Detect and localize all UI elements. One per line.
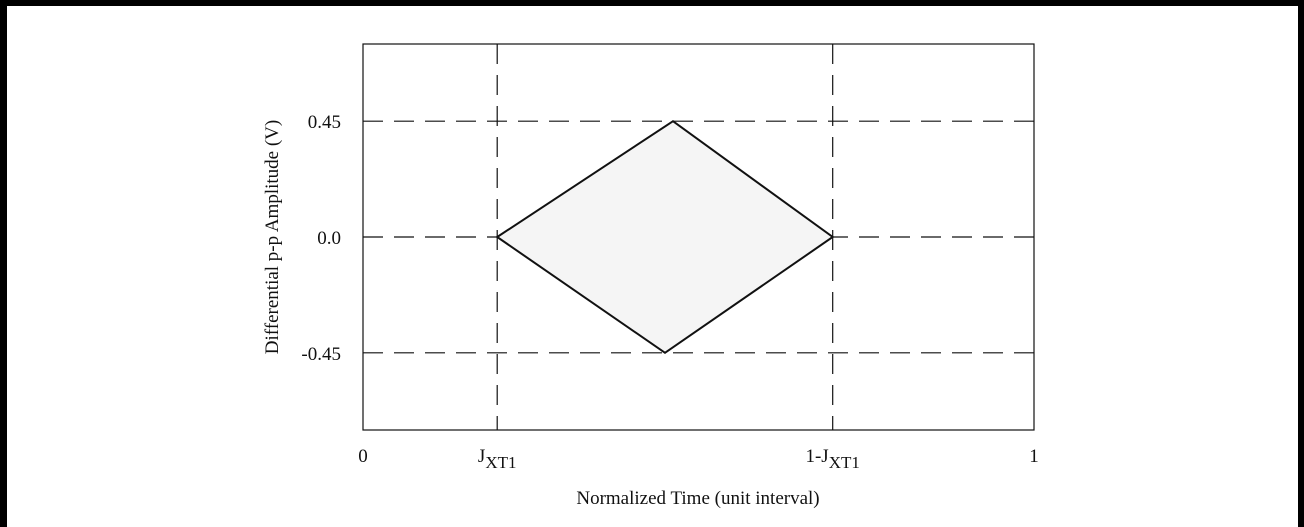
y-tick-label: 0.45 [308,112,341,133]
x-tick-label: 1-JXT1 [805,446,859,472]
x-tick-label: 1 [1029,446,1039,467]
y-axis-label: Differential p-p Amplitude (V) [262,120,283,354]
eye-mask-polygon [495,119,835,355]
x-tick-label: JXT1 [478,446,517,472]
eye-diagram-chart: 0.45 0.0 -0.45 0 JXT1 1-JXT1 1 Normalized Time… [262,43,1039,509]
x-tick-label: 0 [358,446,368,467]
figure-canvas: 0.45 0.0 -0.45 0 JXT1 1-JXT1 1 Normalized Time… [7,6,1298,527]
tick-labels: 0.45 0.0 -0.45 0 JXT1 1-JXT1 1 [301,112,1038,472]
y-tick-label: -0.45 [301,344,341,365]
y-tick-label: 0.0 [317,228,341,249]
x-axis-label: Normalized Time (unit interval) [576,488,819,509]
